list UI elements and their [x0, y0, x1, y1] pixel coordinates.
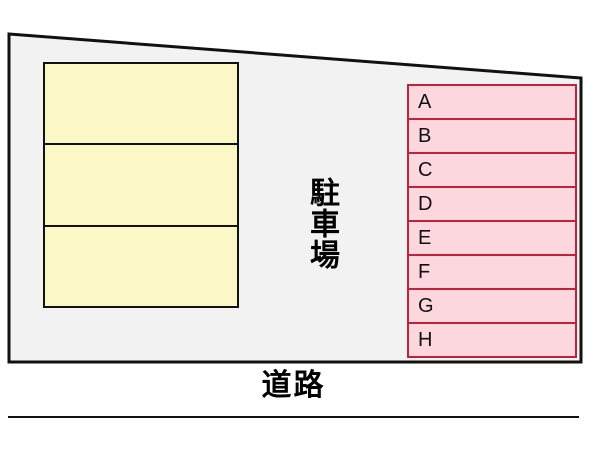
parking-space-row: C — [409, 152, 575, 186]
building-section — [45, 224, 237, 306]
parking-space-row: A — [409, 86, 575, 118]
parking-space-row: H — [409, 322, 575, 356]
parking-space-label: D — [418, 193, 433, 215]
building-section — [45, 64, 237, 143]
parking-space-label: G — [418, 295, 434, 317]
parking-space-label: B — [418, 125, 432, 147]
road-label: 道路 — [261, 369, 326, 402]
parking-space-label: F — [418, 261, 431, 283]
parking-space-label: H — [418, 329, 433, 351]
parking-space-label: C — [418, 159, 433, 181]
parking-space-row: G — [409, 288, 575, 322]
building-section — [45, 143, 237, 224]
parking-space-label: E — [418, 227, 432, 249]
parking-space-row: E — [409, 220, 575, 254]
parking-space-row: B — [409, 118, 575, 152]
building-block — [43, 62, 239, 308]
parking-space-row: F — [409, 254, 575, 288]
road-line — [8, 416, 579, 418]
parking-spaces-table: A B C D E F G H — [407, 84, 577, 358]
parking-space-label: A — [418, 91, 432, 113]
parking-lot-label: 駐車場 — [305, 177, 338, 270]
parking-space-row: D — [409, 186, 575, 220]
